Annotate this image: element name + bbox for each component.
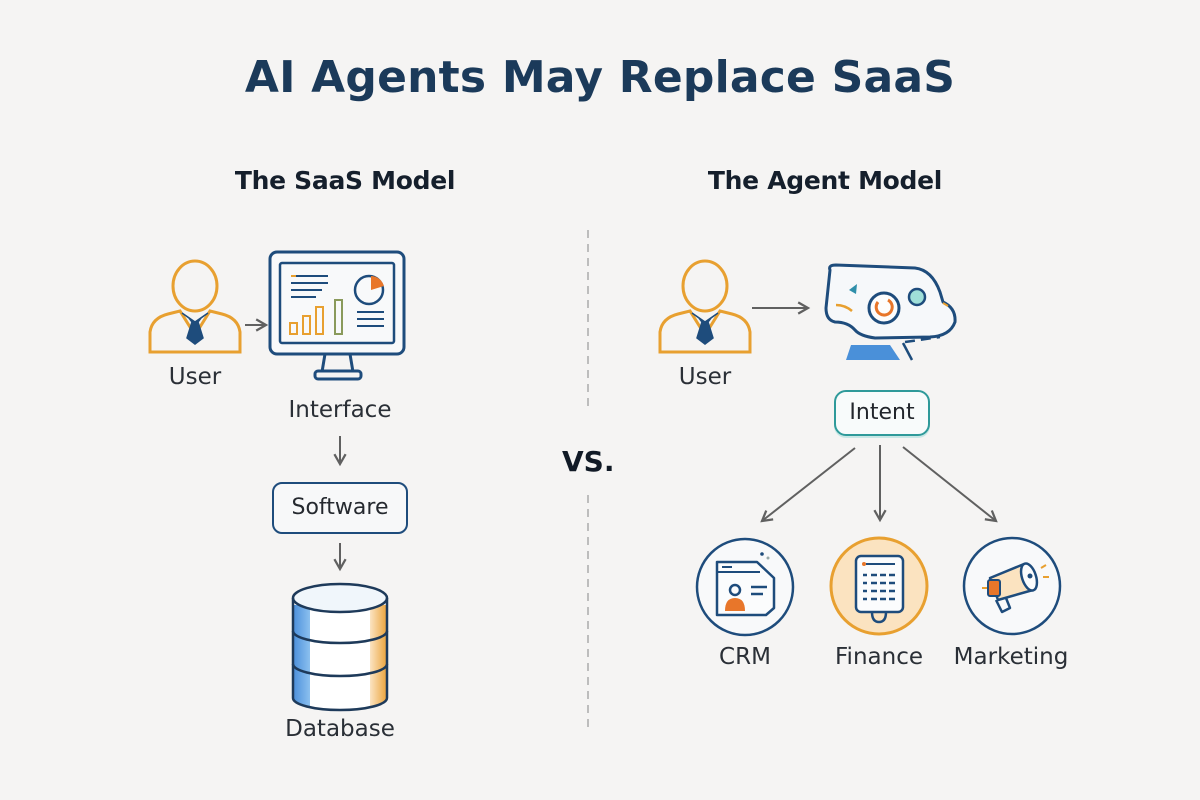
agent-user-label: User bbox=[678, 364, 732, 390]
finance-label: Finance bbox=[835, 644, 923, 670]
database-icon bbox=[291, 582, 389, 712]
monitor-dashboard-icon bbox=[268, 250, 406, 381]
database-label: Database bbox=[285, 716, 395, 742]
crm-label: CRM bbox=[719, 644, 771, 670]
saas-model-heading: The SaaS Model bbox=[234, 166, 456, 195]
arrow-intent-to-crm bbox=[760, 447, 856, 523]
diagram-title: AI Agents May Replace SaaS bbox=[244, 52, 956, 103]
software-box: Software bbox=[272, 482, 408, 534]
versus-label: VS. bbox=[562, 445, 615, 478]
saas-user-icon bbox=[148, 259, 242, 354]
agent-user-icon bbox=[658, 259, 752, 354]
agent-model-heading: The Agent Model bbox=[707, 166, 943, 195]
interface-label: Interface bbox=[288, 397, 392, 423]
saas-user-label: User bbox=[168, 364, 222, 390]
ai-agent-robot-icon bbox=[824, 263, 957, 361]
megaphone-icon bbox=[962, 536, 1062, 636]
crm-contact-card-icon bbox=[695, 537, 795, 637]
marketing-label: Marketing bbox=[953, 644, 1069, 670]
arrow-intent-to-marketing bbox=[902, 446, 998, 523]
finance-document-icon bbox=[829, 536, 929, 636]
intent-box: Intent bbox=[834, 390, 930, 436]
